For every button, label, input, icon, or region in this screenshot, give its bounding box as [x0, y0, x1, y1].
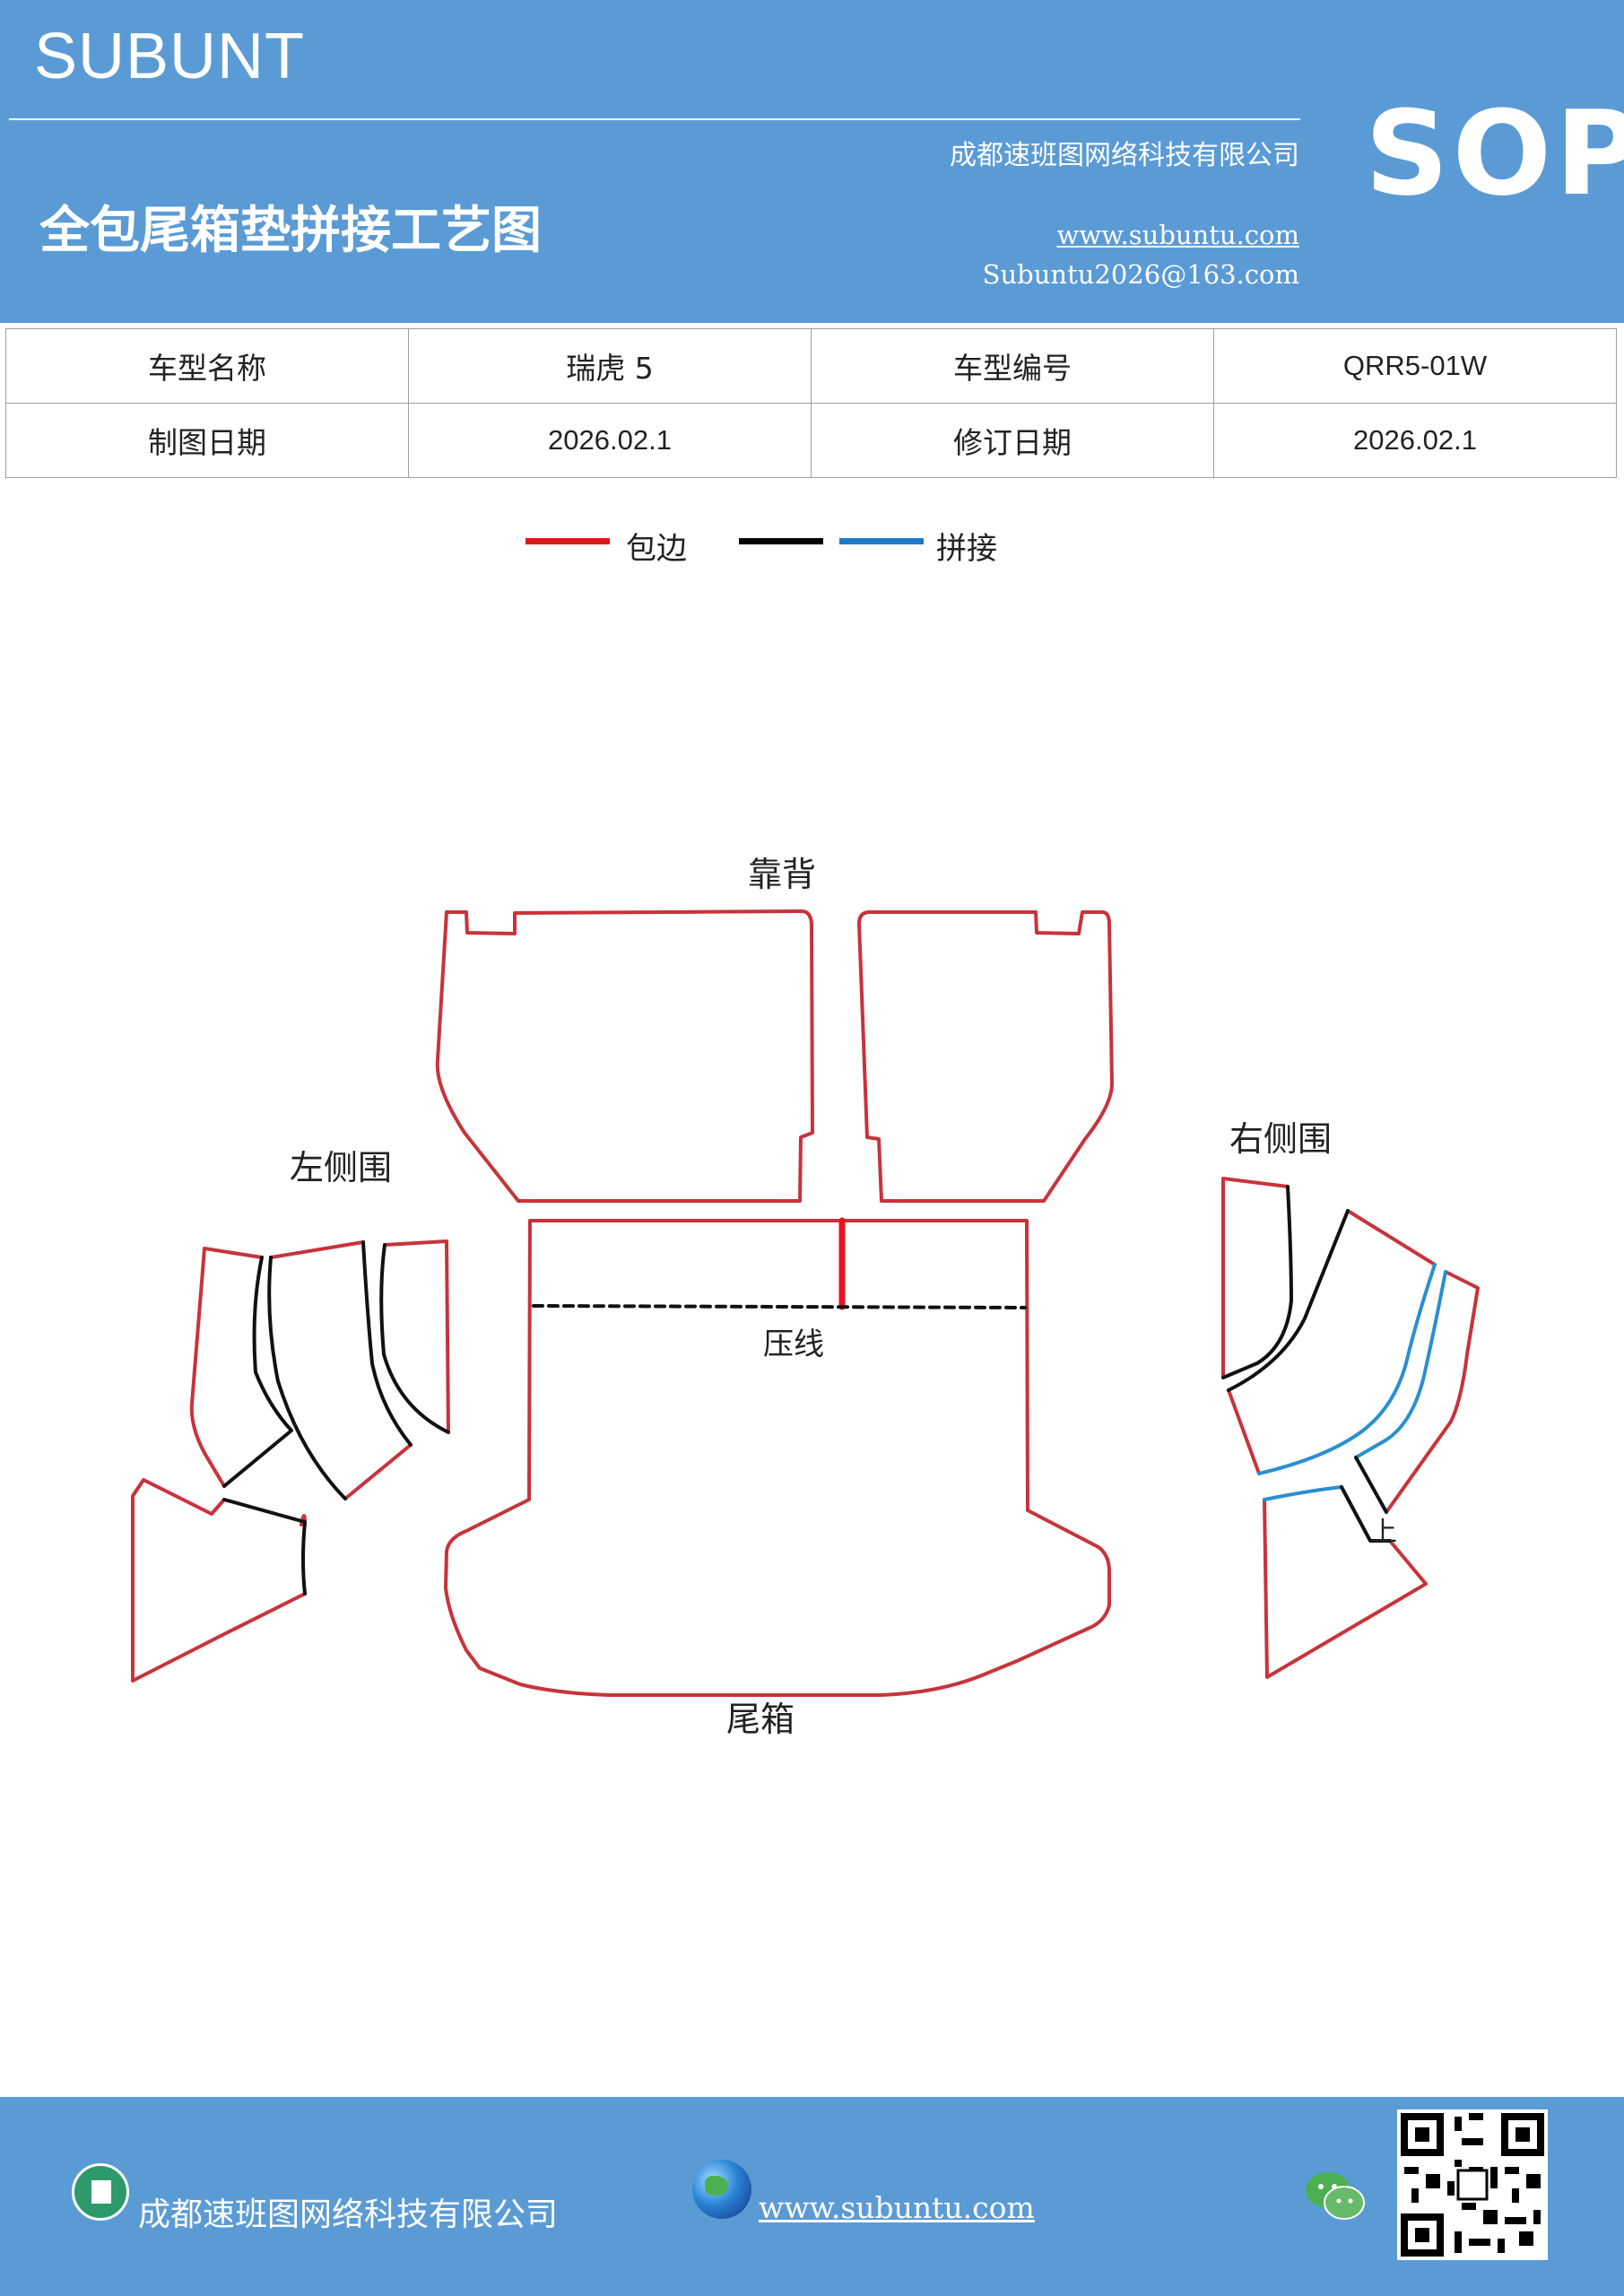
- model-name-label: 车型名称: [5, 328, 409, 404]
- revise-date-value: 2026.02.1: [1213, 403, 1617, 478]
- right-side-piece: [1385, 1270, 1480, 1514]
- brand-name: SUBUNT: [34, 21, 306, 92]
- left-side-piece: [131, 1478, 307, 1683]
- right-side-piece: [1263, 1498, 1428, 1679]
- right-side-seam: [1354, 1270, 1447, 1459]
- left-side-piece: [383, 1239, 450, 1434]
- company-name: 成都速班图网络科技有限公司: [950, 140, 1299, 171]
- trunk-mat: [444, 1219, 1111, 1697]
- right-side-piece: [1221, 1177, 1290, 1379]
- model-name-value: 瑞虎 5: [408, 328, 812, 404]
- seam-legend-label: 拼接: [936, 531, 997, 567]
- right-side-seam: [1221, 1185, 1293, 1379]
- contact-email[interactable]: Subuntu2026@163.com: [982, 259, 1299, 290]
- left-side-seam: [379, 1243, 450, 1434]
- crease-line: [532, 1304, 1027, 1309]
- seam-swatch: [839, 538, 924, 544]
- right-side-seam: [1257, 1263, 1437, 1475]
- document-title: 全包尾箱垫拼接工艺图: [39, 202, 542, 260]
- building-icon: [72, 2163, 129, 2221]
- footer-website-link[interactable]: www.subuntu.com: [759, 2190, 1035, 2225]
- table-row: 制图日期 2026.02.1 修订日期 2026.02.1: [5, 403, 1617, 478]
- black-swatch: [739, 538, 823, 544]
- revise-date-label: 修订日期: [811, 403, 1214, 478]
- edge-legend-label: 包边: [626, 531, 687, 567]
- right-side-seam: [1227, 1209, 1350, 1392]
- left-side-piece: [189, 1247, 264, 1488]
- sop-badge: SOP: [1365, 85, 1624, 222]
- vehicle-info-table: 车型名称 瑞虎 5 车型编号 QRR5-01W 制图日期 2026.02.1 修…: [5, 328, 1617, 478]
- left-side-seam: [267, 1240, 413, 1500]
- edge-swatch: [525, 538, 610, 544]
- left-side-piece: [269, 1240, 413, 1500]
- website-link[interactable]: www.subuntu.com: [1056, 220, 1299, 250]
- table-row: 车型名称 瑞虎 5 车型编号 QRR5-01W: [5, 328, 1617, 404]
- globe-icon: [692, 2160, 751, 2219]
- qr-code-icon[interactable]: [1397, 2109, 1548, 2260]
- left-side-label: 左侧围: [290, 1148, 392, 1187]
- line-legend: 包边 拼接: [0, 520, 1624, 583]
- left-side-seam: [222, 1256, 293, 1488]
- draw-date-value: 2026.02.1: [408, 403, 812, 478]
- backrest-label: 靠背: [748, 855, 816, 894]
- right-side-label: 右侧围: [1229, 1119, 1332, 1159]
- footer-company-name: 成都速班图网络科技有限公司: [138, 2196, 559, 2233]
- header-banner: SUBUNT 成都速班图网络科技有限公司 全包尾箱垫拼接工艺图 www.subu…: [0, 0, 1624, 323]
- right-side-piece: [1227, 1209, 1437, 1475]
- right-side-seam: [1354, 1456, 1388, 1514]
- right-side-seam: [1340, 1485, 1392, 1543]
- left-side-seam: [222, 1498, 307, 1596]
- backrest-right-panel: [857, 910, 1114, 1203]
- crease-label: 压线: [763, 1326, 824, 1362]
- header-divider: [9, 118, 1300, 120]
- draw-date-label: 制图日期: [5, 403, 409, 478]
- up-direction-mark: 上: [1370, 1517, 1397, 1548]
- backrest-left-panel: [435, 909, 814, 1203]
- wechat-icon: [1306, 2172, 1365, 2220]
- footer-bar: 成都速班图网络科技有限公司 www.subuntu.com: [0, 2097, 1624, 2296]
- trunk-label: 尾箱: [726, 1700, 795, 1739]
- model-code-value: QRR5-01W: [1213, 328, 1617, 404]
- right-side-seam: [1263, 1485, 1343, 1501]
- model-code-label: 车型编号: [811, 328, 1214, 404]
